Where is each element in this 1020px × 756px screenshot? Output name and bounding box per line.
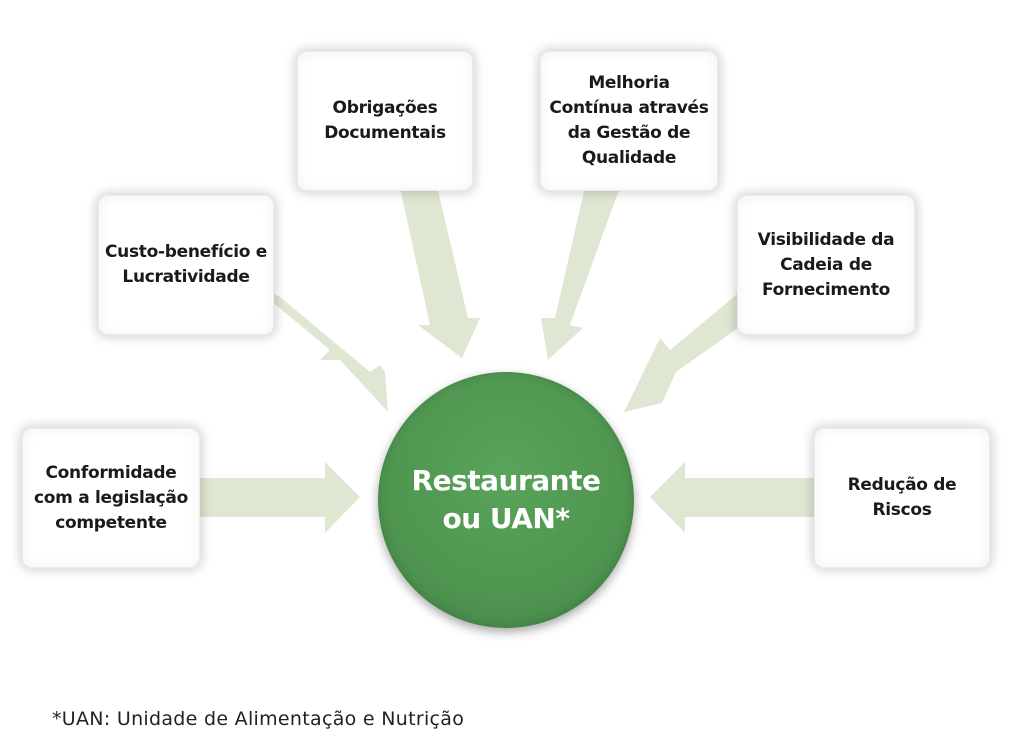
center-circle: Restaurante ou UAN*: [378, 372, 634, 628]
box-label: Obrigações Documentais: [324, 98, 446, 143]
box-reducao-riscos: Redução de Riscos: [814, 428, 990, 568]
box-label: Conformidade com a legislação competente: [34, 462, 188, 533]
box-custo-beneficio: Custo-benefício e Lucratividade: [98, 195, 274, 335]
box-label: Redução de Riscos: [847, 475, 957, 520]
box-conformidade-legislacao: Conformidade com a legislação competente: [22, 428, 200, 568]
center-label: Restaurante ou UAN*: [411, 464, 601, 535]
arrow-melhoria: [541, 165, 628, 360]
box-label: Melhoria Contínua através da Gestão de Q…: [549, 73, 709, 168]
box-melhoria-continua: Melhoria Contínua através da Gestão de Q…: [540, 51, 718, 191]
box-label: Custo-benefício e Lucratividade: [104, 242, 268, 287]
footnote: *UAN: Unidade de Alimentação e Nutrição: [52, 708, 465, 730]
box-visibilidade-cadeia: Visibilidade da Cadeia de Fornecimento: [737, 195, 915, 335]
arrow-obrigacoes: [395, 165, 480, 358]
arrow-conformidade: [200, 462, 360, 533]
box-label: Visibilidade da Cadeia de Fornecimento: [757, 229, 895, 300]
box-obrigacoes-documentais: Obrigações Documentais: [297, 51, 473, 191]
arrow-reducao: [650, 462, 815, 533]
